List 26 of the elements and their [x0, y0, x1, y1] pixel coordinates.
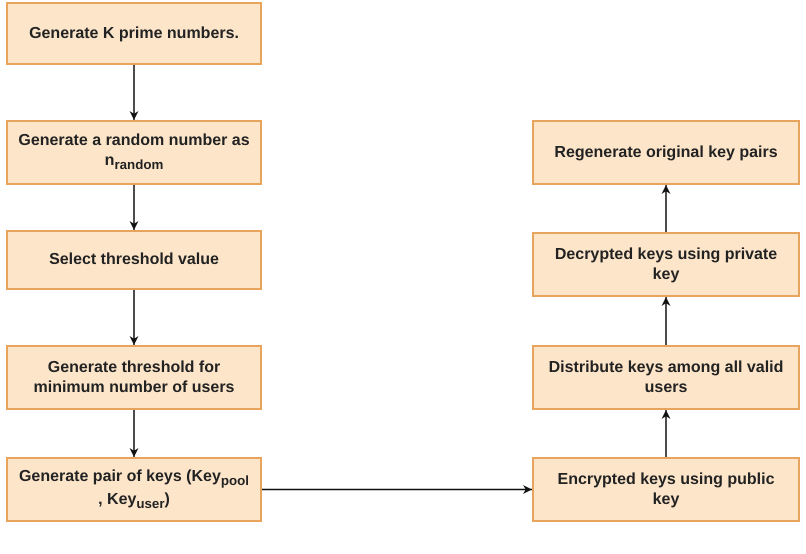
arrow — [262, 485, 532, 494]
process-box — [6, 120, 262, 185]
arrow — [662, 185, 670, 232]
process-box — [6, 230, 262, 290]
arrow — [662, 297, 670, 345]
box-label: Generate K prime numbers. — [29, 24, 239, 44]
box-label: Select threshold value — [49, 250, 219, 270]
box-label: Regenerate original key pairs — [554, 142, 778, 162]
arrow — [130, 185, 138, 230]
process-box — [6, 345, 262, 410]
box-label: Generate pair of keys (Key$_{pool}$ , Key$_{user}$) — [18, 466, 250, 512]
box-label: Encrypted keys using public key — [556, 470, 776, 510]
arrow — [130, 290, 138, 345]
process-box — [532, 345, 800, 410]
arrow — [662, 410, 670, 457]
box-label: Generate a random number as n$_{random}$ — [18, 131, 250, 174]
process-box — [532, 457, 800, 522]
process-box — [6, 2, 262, 65]
box-label: Generate threshold for minimum number of users — [32, 358, 236, 398]
arrow — [130, 410, 138, 457]
process-box — [532, 232, 800, 297]
arrow — [130, 65, 138, 120]
process-box — [6, 457, 262, 522]
process-box — [532, 120, 800, 185]
box-label: Decrypted keys using private key — [554, 244, 778, 284]
box-label: Distribute keys among all valid users — [548, 358, 784, 398]
